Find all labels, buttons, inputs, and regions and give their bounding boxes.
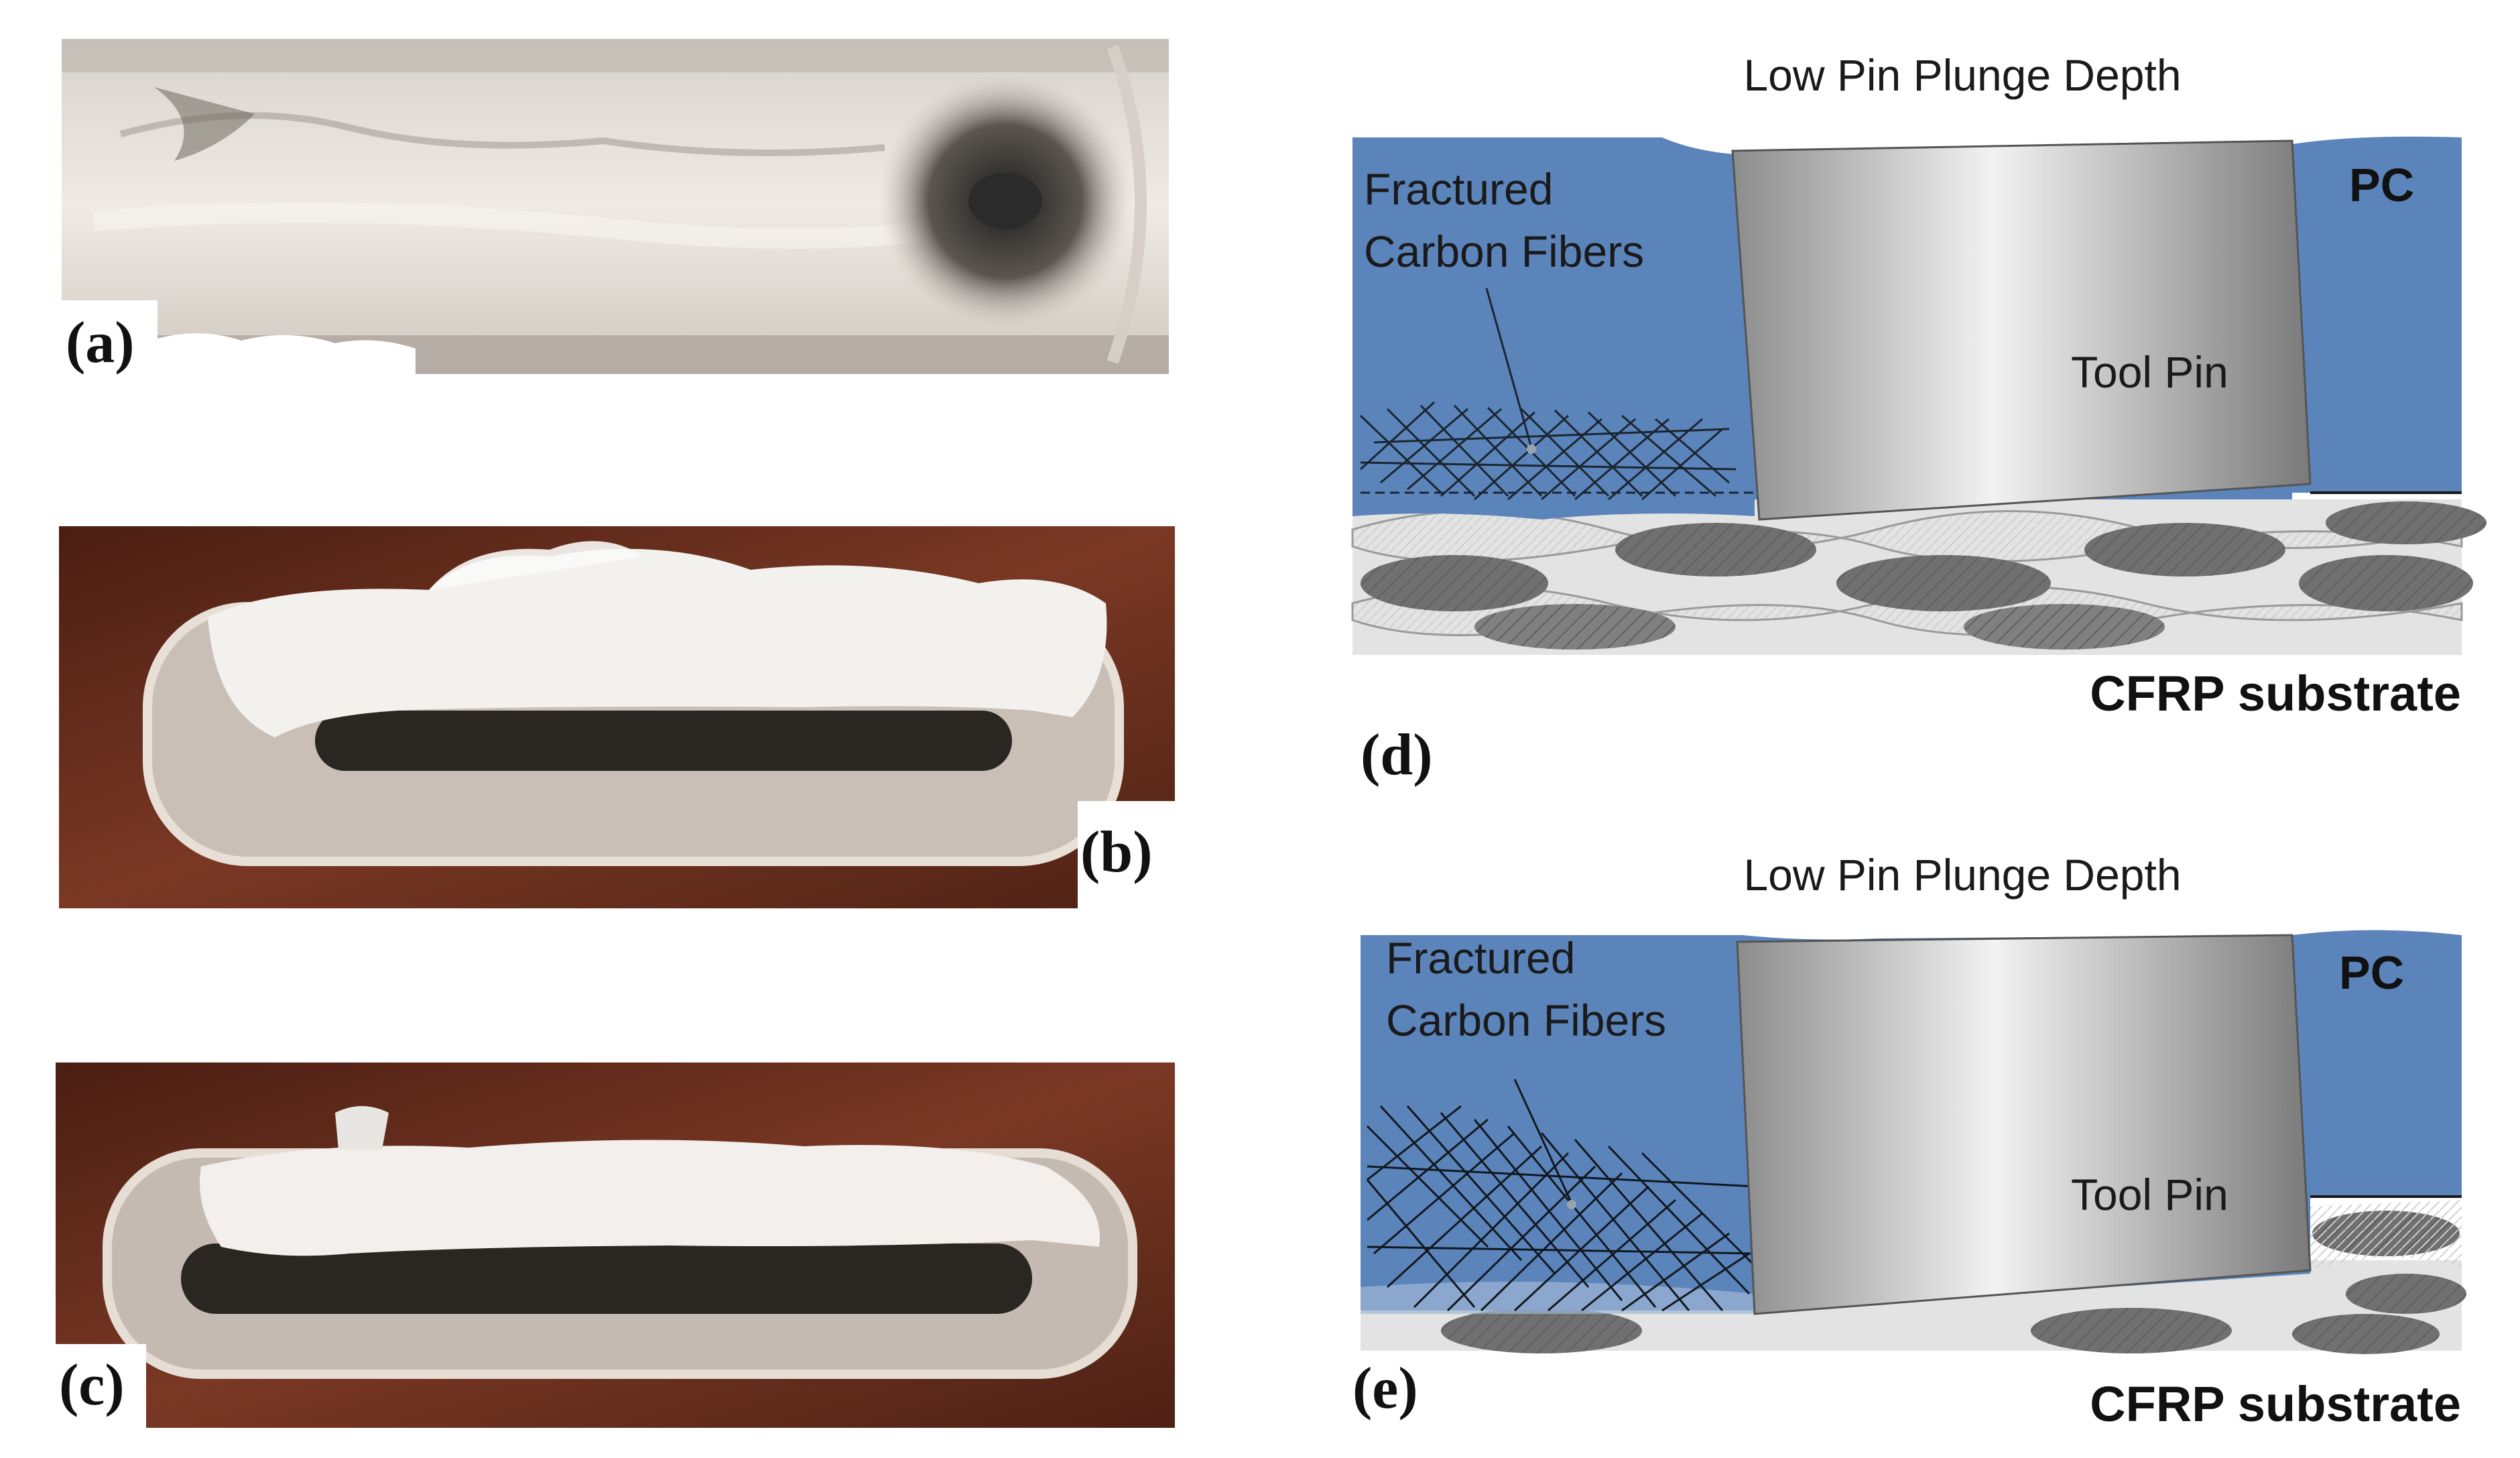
weave-d (1351, 501, 2486, 650)
schematic-d-title: Low Pin Plunge Depth (1743, 50, 2181, 100)
panel-label-e: (e) (1352, 1356, 1418, 1421)
substrate-label-d: CFRP substrate (2090, 666, 2461, 721)
pc-label-e: PC (2339, 947, 2404, 999)
panel-label-d: (d) (1361, 723, 1433, 788)
fiber-label-d-1: Fractured (1364, 164, 1553, 214)
tool-label-e: Tool Pin (2071, 1170, 2228, 1219)
substrate-label-e: CFRP substrate (2090, 1376, 2461, 1432)
schematic-e: Low Pin Plunge Depth (1352, 850, 2466, 1432)
fiber-label-e-2: Carbon Fibers (1386, 995, 1666, 1045)
photo-b-label: (b) (1080, 820, 1153, 885)
photo-a-label: (a) (66, 310, 135, 375)
fiber-mesh-e (1366, 1105, 1757, 1312)
schematic-e-title: Low Pin Plunge Depth (1743, 850, 2181, 900)
fiber-leader-dot-d (1527, 444, 1536, 454)
fiber-label-e-1: Fractured (1386, 933, 1575, 983)
photo-b: (b) (59, 526, 1175, 908)
photo-c-label: (c) (59, 1353, 125, 1418)
fiber-leader-dot-e (1567, 1200, 1576, 1209)
tool-pin-e (1736, 934, 2312, 1315)
schematic-d: Low Pin Plunge Depth (1351, 50, 2486, 788)
fiber-leader-e (1513, 1079, 1573, 1204)
photo-c: (c) (56, 1062, 1175, 1428)
fiber-label-d-2: Carbon Fibers (1364, 227, 1644, 276)
weave-e (1441, 1200, 2466, 1354)
fiber-mesh-d (1359, 401, 1737, 501)
pc-label-d: PC (2349, 159, 2414, 211)
fiber-leader-d (1485, 288, 1533, 448)
tool-label-d: Tool Pin (2071, 347, 2228, 397)
tool-pin-d (1731, 139, 2312, 521)
photo-a: (a) (62, 39, 1169, 375)
